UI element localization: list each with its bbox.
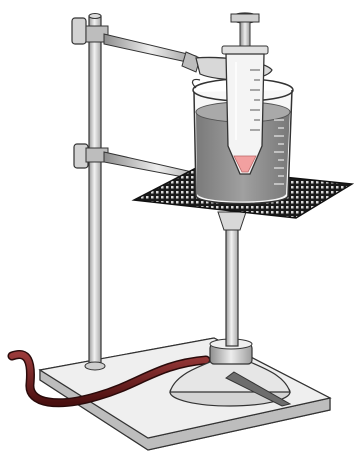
ring-stand-rod [85, 14, 105, 371]
bunsen-burner [170, 212, 290, 406]
